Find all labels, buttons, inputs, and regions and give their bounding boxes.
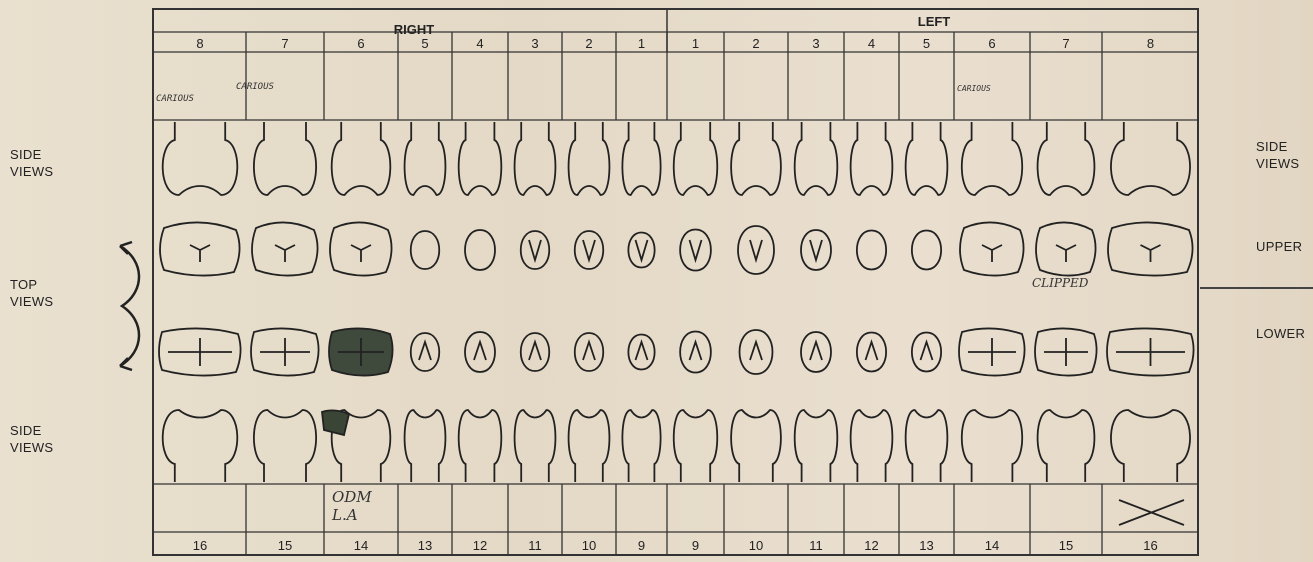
bottom-number-13: 13 (907, 538, 947, 553)
bottom-number-7: 10 (569, 538, 609, 553)
note-clipped: CLIPPED (1032, 276, 1088, 290)
top-number-12: 4 (852, 36, 892, 51)
bottom-number-10: 10 (736, 538, 776, 553)
bottom-number-5: 12 (460, 538, 500, 553)
bottom-number-16: 16 (1131, 538, 1171, 553)
label-top-views: TOP VIEWS (10, 276, 70, 310)
bottom-number-4: 13 (405, 538, 445, 553)
bottom-number-3: 14 (341, 538, 381, 553)
top-number-4: 5 (405, 36, 445, 51)
top-number-10: 2 (736, 36, 776, 51)
top-number-11: 3 (796, 36, 836, 51)
bottom-number-1: 16 (180, 538, 220, 553)
top-number-1: 8 (180, 36, 220, 51)
bottom-number-14: 14 (972, 538, 1012, 553)
top-number-9: 1 (676, 36, 716, 51)
label-side-views-bottom: SIDE VIEWS (10, 422, 70, 456)
bottom-number-6: 11 (515, 538, 555, 553)
top-number-2: 7 (265, 36, 305, 51)
top-number-8: 1 (622, 36, 662, 51)
top-number-14: 6 (972, 36, 1012, 51)
top-number-6: 3 (515, 36, 555, 51)
bottom-number-9: 9 (676, 538, 716, 553)
top-number-15: 7 (1046, 36, 1086, 51)
bottom-number-15: 15 (1046, 538, 1086, 553)
note-odm: ODM (332, 488, 372, 506)
bottom-number-8: 9 (622, 538, 662, 553)
note-la: L.A (332, 506, 358, 524)
label-side-views-top: SIDE VIEWS (10, 146, 70, 180)
label-lower: LOWER (1256, 325, 1312, 342)
bottom-number-2: 15 (265, 538, 305, 553)
note-right-8: CARIOUS (156, 94, 194, 104)
top-number-5: 4 (460, 36, 500, 51)
label-side-views-right: SIDE VIEWS (1256, 138, 1312, 172)
note-left-6: CARIOUS (957, 84, 991, 93)
top-number-16: 8 (1131, 36, 1171, 51)
bracket-arrow-icon (100, 236, 150, 376)
label-upper: UPPER (1256, 238, 1312, 255)
header-right: RIGHT (374, 22, 454, 37)
note-right-7: CARIOUS (236, 82, 274, 92)
bottom-number-11: 11 (796, 538, 836, 553)
top-number-13: 5 (907, 36, 947, 51)
bottom-number-12: 12 (852, 538, 892, 553)
top-number-3: 6 (341, 36, 381, 51)
upper-lower-divider (1200, 287, 1313, 289)
header-left: LEFT (894, 14, 974, 29)
top-number-7: 2 (569, 36, 609, 51)
